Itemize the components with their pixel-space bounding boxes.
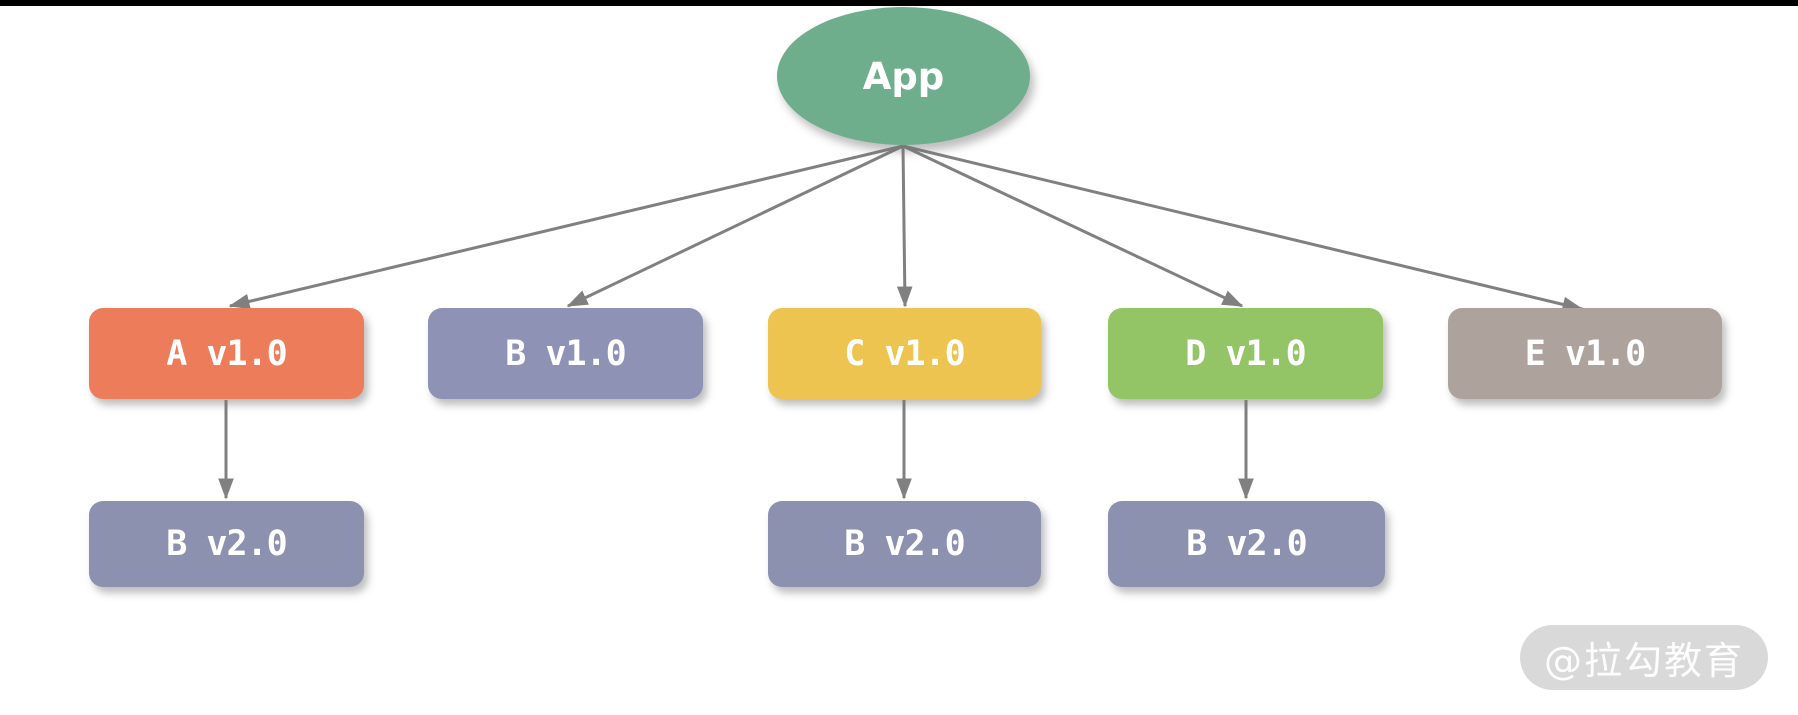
top-black-bar [0,0,1798,6]
edge-app-to-c [896,145,913,308]
watermark-badge: @拉勾教育 [1520,625,1768,690]
node-a-v1-label: A v1.0 [166,333,287,374]
edge-app-to-d [902,144,1244,308]
node-a-v1: A v1.0 [89,308,364,399]
node-b-v2-under-c-label: B v2.0 [844,524,965,564]
node-app: App [777,7,1030,145]
watermark-label: @拉勾教育 [1543,639,1744,683]
node-d-v1-label: D v1.0 [1185,333,1306,374]
node-c-v1: C v1.0 [768,308,1041,399]
node-b-v2-under-d: B v2.0 [1108,501,1385,587]
node-d-v1: D v1.0 [1108,308,1383,399]
node-c-v1-label: C v1.0 [844,333,965,374]
node-e-v1: E v1.0 [1448,308,1722,399]
node-b-v1: B v1.0 [428,308,703,399]
node-app-label: App [862,54,945,98]
node-b-v2-under-c: B v2.0 [768,501,1041,587]
node-b-v2-under-a: B v2.0 [89,501,364,587]
edge-app-to-a [228,144,904,310]
node-e-v1-label: E v1.0 [1524,333,1646,374]
node-b-v2-under-a-label: B v2.0 [166,524,287,564]
node-b-v1-label: B v1.0 [505,333,626,374]
edge-app-to-e [902,144,1584,313]
node-b-v2-under-d-label: B v2.0 [1186,524,1307,564]
edge-app-to-b [566,144,904,308]
